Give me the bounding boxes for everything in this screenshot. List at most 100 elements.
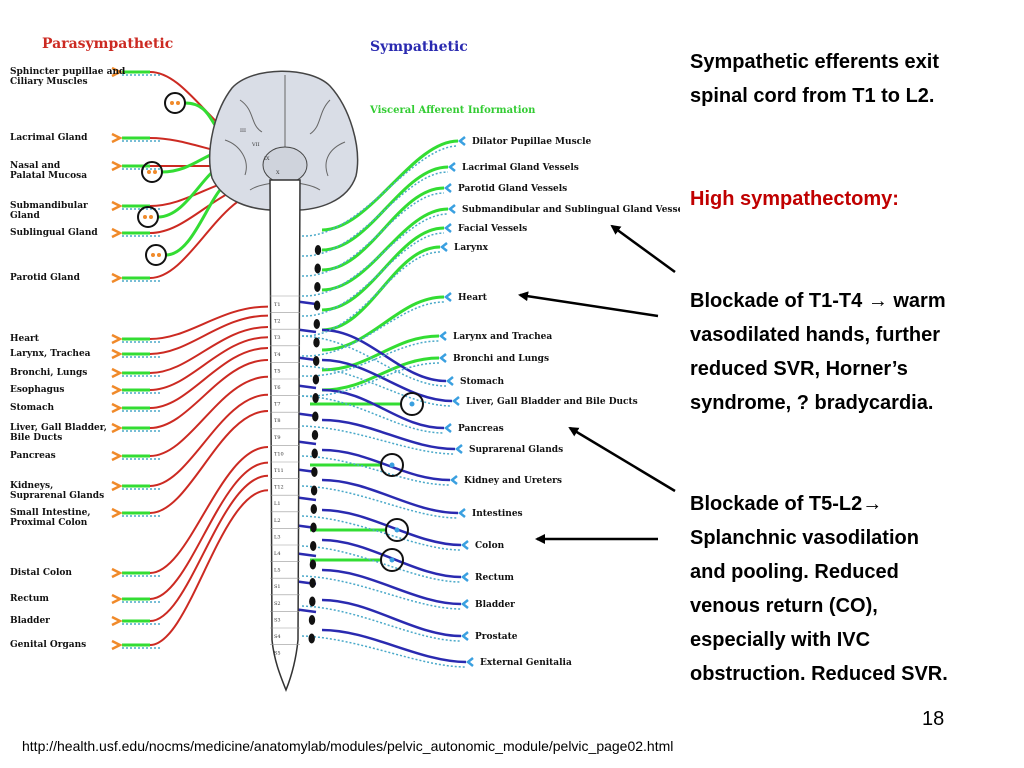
ganglion-icon — [141, 161, 163, 183]
ganglion-icon — [385, 518, 409, 542]
segment-label: S5 — [274, 651, 281, 657]
left-arrow-icon — [443, 292, 452, 302]
segment-label: T12 — [274, 485, 284, 491]
spinal-cord-icon: T1T2T3T4T5T6T7T8T9T10T11T12L1L2L3L4L5S1S… — [269, 179, 301, 693]
chain-ganglion-icon — [313, 300, 321, 311]
brain-fold — [224, 139, 247, 176]
right-afferent-path — [301, 213, 449, 297]
parasympathetic-title: Parasympathetic — [42, 36, 173, 52]
segment-label: S1 — [274, 584, 281, 590]
right-arrow-icon — [111, 593, 123, 605]
block2-line: venous return (CO), — [690, 595, 878, 617]
block2-line: Splanchnic vasodilation — [690, 527, 919, 549]
right-arrow-icon — [111, 615, 123, 627]
chain-ganglion-icon — [314, 282, 321, 292]
left-red-path — [149, 314, 269, 355]
right-organ-label: Stomach — [460, 377, 504, 387]
left-organ-label: Rectum — [10, 594, 49, 604]
left-arrow-icon — [457, 508, 466, 518]
left-arrow-icon — [460, 599, 469, 609]
right-arrow-icon — [111, 227, 123, 239]
organ-arrows — [111, 66, 474, 667]
right-arrow-icon — [111, 348, 123, 360]
left-red-path — [149, 305, 269, 340]
chain-ganglion-icon — [308, 615, 316, 625]
ganglion-icon — [380, 548, 404, 572]
cranial-nerve-label: X — [276, 170, 280, 176]
right-arrow-icon — [111, 200, 123, 212]
left-red-path — [149, 347, 269, 409]
right-afferent-path — [301, 251, 441, 337]
right-afferent-path — [301, 192, 445, 277]
chain-ganglion-icon — [312, 411, 319, 422]
blockade-t5-l2-text: Blockade of T5-L2→ Splanchnic vasodilati… — [690, 487, 1020, 691]
chain-ganglion-icon — [310, 504, 317, 514]
left-red-path — [149, 461, 269, 600]
segment-label: L1 — [274, 501, 281, 507]
left-organ-label: Heart — [10, 334, 40, 344]
block2-line: especially with IVC — [690, 629, 871, 651]
right-sympathetic-path — [321, 165, 449, 252]
block2-line: and pooling. Reduced — [690, 561, 899, 583]
segment-label: L4 — [274, 551, 281, 557]
right-afferent-path — [301, 365, 453, 407]
chain-ganglion-icon — [313, 319, 320, 329]
ganglion-dot — [409, 401, 415, 407]
right-sympathetic-path — [321, 186, 445, 272]
block2-line: obstruction. Reduced SVR. — [690, 663, 948, 685]
visceral-afferent-title: Visceral Afferent Information — [369, 105, 536, 116]
block1-line: reduced SVR, Horner’s — [690, 358, 908, 380]
right-afferent-path — [301, 635, 467, 668]
left-organ-label: Sphincter pupillae and — [10, 67, 126, 77]
ganglion-icon — [137, 206, 159, 228]
right-arrow-icon — [111, 422, 123, 434]
right-arrow-icon — [111, 480, 123, 492]
left-red-path — [149, 359, 269, 429]
blockade-t1-t4-text: Blockade of T1-T4 → warm vasodilated han… — [690, 284, 1020, 420]
right-afferent-path — [301, 545, 462, 583]
chain-ganglion-icon — [310, 541, 317, 551]
right-sympathetic-path — [321, 295, 445, 352]
right-afferent-path — [301, 575, 462, 610]
right-organ-label: Rectum — [475, 573, 514, 583]
right-sympathetic-path — [321, 245, 441, 332]
right-arrow-icon — [111, 367, 123, 379]
left-red-path — [149, 446, 269, 574]
left-red-path — [149, 326, 269, 374]
ganglion-icon — [380, 453, 404, 477]
chain-ganglion-icon — [309, 559, 317, 570]
left-organ-label: Distal Colon — [10, 568, 72, 578]
cranial-nerve-label: VII — [251, 142, 260, 148]
right-sympathetic-path — [321, 478, 459, 515]
right-sympathetic-path — [321, 226, 445, 312]
block1-line: vasodilated hands, further — [690, 324, 941, 346]
brain-fold — [239, 99, 263, 133]
left-red-path — [149, 393, 269, 487]
left-organ-label: Bronchi, Lungs — [10, 368, 87, 378]
left-organ-label: Suprarenal Glands — [10, 491, 104, 501]
cranial-nerve-label: IX — [264, 156, 270, 162]
left-organ-label: Proximal Colon — [10, 518, 88, 528]
right-afferent-path — [301, 455, 451, 486]
right-sympathetic-path — [321, 598, 462, 638]
chain-ganglion-icon — [312, 393, 319, 403]
ganglia — [137, 92, 424, 644]
left-organ-label: Pancreas — [10, 451, 56, 461]
right-arrow-icon — [111, 132, 123, 144]
right-afferent-path — [301, 485, 459, 519]
right-afferent-path — [301, 301, 445, 357]
segment-label: T11 — [274, 468, 284, 474]
chain-ganglion-icon — [309, 596, 316, 607]
right-afferent-path — [301, 605, 462, 642]
source-url: http://health.usf.edu/nocms/medicine/ana… — [22, 738, 674, 754]
right-organ-label: Larynx — [454, 243, 489, 253]
ganglion-dot — [153, 170, 157, 174]
left-organ-label: Ciliary Muscles — [10, 77, 88, 87]
chain-ganglion-icon — [313, 356, 320, 366]
ganglion-dot — [170, 101, 174, 105]
right-organ-label: Submandibular and Sublingual Gland Vesse… — [462, 205, 680, 215]
left-organ-label: Kidneys, — [10, 481, 53, 491]
right-afferent-path — [301, 145, 459, 237]
